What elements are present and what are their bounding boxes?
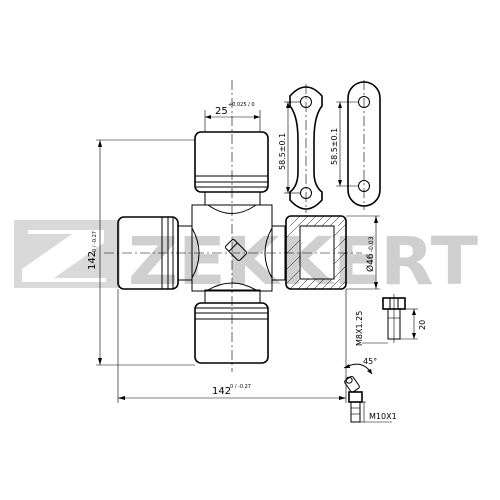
bearing-diameter-value: Ø46 [365,253,376,272]
left-bearing-cap [117,216,200,290]
cross-body-center [191,204,273,292]
nipple-thread: M10X1 [369,412,397,421]
grease-nipple-icon: 45° M10X1 [343,357,397,423]
center-lines [104,80,362,372]
cap-width-value: 25 [215,106,228,117]
bearing-diameter-tolerance: -0.03 [368,236,375,252]
section-hatching [285,215,347,290]
dimension-cap-width: 25 +0.025 / 0 [204,102,261,132]
dimension-overall-vertical: 142 0 / -0.27 [87,139,195,366]
bolt-thread: M8X1.25 [355,311,364,346]
right-bearing-cap-section [264,215,347,290]
overall-horizontal-tolerance: 0 / -0.27 [230,384,251,390]
plate-1-hole-distance: 58.5±0.1 [278,133,287,170]
bolt-icon: 20 M8X1.25 [355,294,427,346]
overall-vertical-tolerance: 0 / -0.27 [92,231,98,252]
nipple-angle: 45° [363,357,377,366]
bolt-length: 20 [418,320,427,330]
center-grease-nipple-icon [225,239,247,261]
top-bearing-cap [194,131,269,214]
zekkert-watermark: ZEKKERT [14,220,478,300]
overall-vertical-value: 142 [87,251,98,270]
plate-2-hole-distance: 58.5±0.1 [330,128,339,165]
dimension-bearing-diameter: Ø46 -0.03 [346,215,380,290]
lock-plate-1: 58.5±0.1 [278,84,323,213]
overall-horizontal-value: 142 [212,386,231,397]
lock-plate-2: 58.5±0.1 [330,80,381,210]
cap-width-tolerance: +0.025 / 0 [228,102,255,108]
bottom-bearing-cap [194,282,269,364]
watermark-brand-text: ZEKKERT [128,223,478,300]
